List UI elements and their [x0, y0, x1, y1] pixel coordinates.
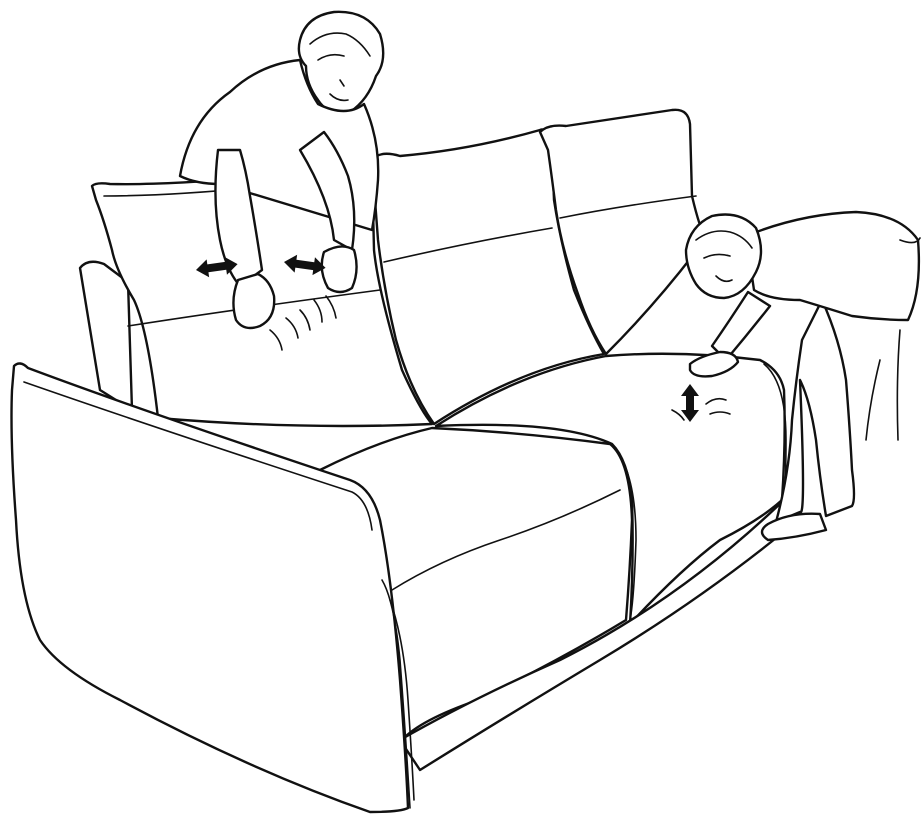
person-left-hand-left: [233, 274, 274, 328]
person-right-arm: [712, 292, 770, 360]
left-armrest: [12, 363, 409, 812]
person-right-head: [686, 215, 761, 299]
person-right-legs: [776, 300, 854, 522]
person-right-torso: [746, 212, 919, 320]
sofa: [12, 110, 787, 812]
person-left-hand-right: [322, 246, 357, 292]
